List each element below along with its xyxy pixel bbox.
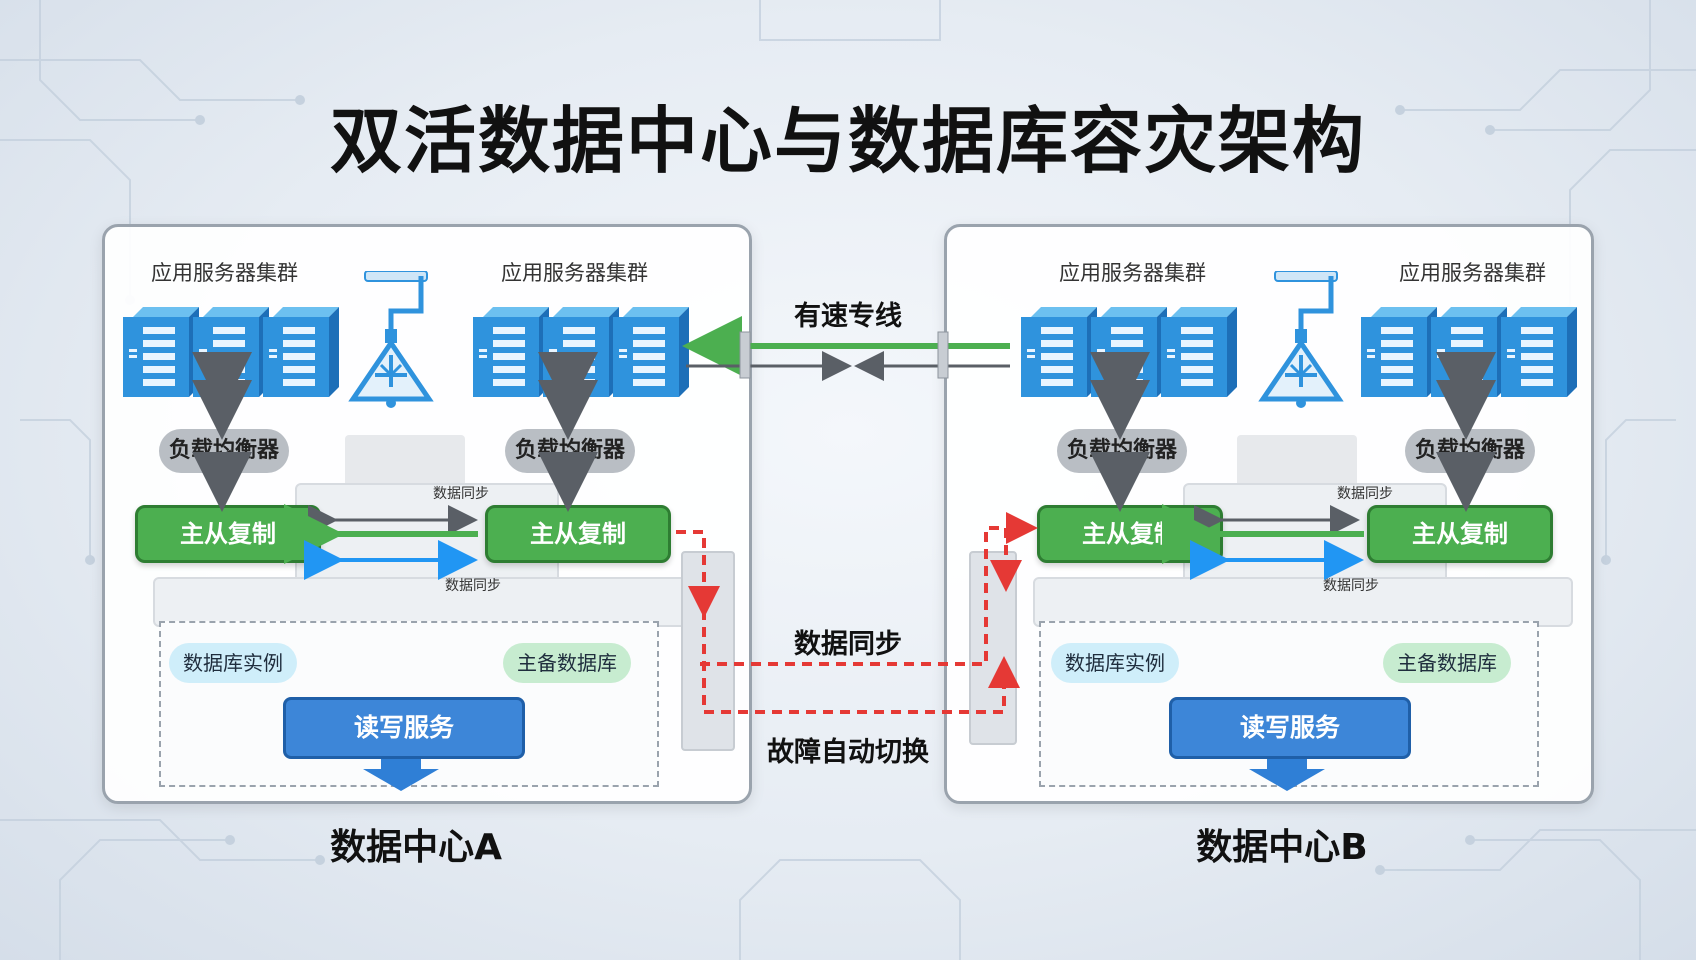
sync-label-bottom: 数据同步 <box>1323 578 1379 594</box>
sync-label-top: 数据同步 <box>1337 486 1393 502</box>
dedicated-line-label: 有速专线 <box>794 301 902 332</box>
cluster-label-right: 应用服务器集群 <box>1399 261 1546 285</box>
db-instance-pill: 数据库实例 <box>1051 643 1179 683</box>
load-balancer-left: 负载均衡器 <box>159 429 289 473</box>
replication-box-left: 主从复制 <box>135 505 321 563</box>
sync-label-top: 数据同步 <box>433 486 489 502</box>
replication-box-left: 主从复制 <box>1037 505 1223 563</box>
ghost-block <box>345 435 465 487</box>
standby-db-pill: 主备数据库 <box>1383 643 1511 683</box>
load-balancer-right: 负载均衡器 <box>505 429 635 473</box>
read-write-service: 读写服务 <box>1169 697 1411 759</box>
server-rack-icon <box>123 307 339 397</box>
output-arrow-stem <box>1267 759 1307 769</box>
rack-column <box>969 551 1017 745</box>
server-rack-icon <box>1361 307 1577 397</box>
data-sync-label: 数据同步 <box>794 629 902 660</box>
failover-label: 故障自动切换 <box>767 737 929 768</box>
output-arrow-icon <box>1249 769 1325 791</box>
data-center-b-label: 数据中心B <box>1196 827 1368 868</box>
standby-db-pill: 主备数据库 <box>503 643 631 683</box>
rack-column <box>681 551 735 751</box>
shelf-panel <box>153 577 717 627</box>
server-rack-icon <box>473 307 689 397</box>
output-arrow-stem <box>381 759 421 769</box>
cluster-label-left: 应用服务器集群 <box>151 261 298 285</box>
data-center-b-panel: 应用服务器集群 应用服务器集群 负载均衡器 负载均衡器 主从复制 主从复制 数据… <box>944 224 1594 804</box>
output-arrow-icon <box>363 769 439 791</box>
shelf-panel <box>1033 577 1573 627</box>
cluster-label-right: 应用服务器集群 <box>501 261 648 285</box>
sync-label-bottom: 数据同步 <box>445 578 501 594</box>
network-router-icon <box>1258 271 1344 408</box>
replication-box-right: 主从复制 <box>485 505 671 563</box>
ghost-block <box>1237 435 1357 487</box>
page-title: 双活数据中心与数据库容灾架构 <box>329 99 1366 183</box>
db-instance-pill: 数据库实例 <box>169 643 297 683</box>
server-rack-icon <box>1021 307 1237 397</box>
data-center-a-panel: 应用服务器集群 应用服务器集群 负载均衡器 负载均衡器 主从复制 主从复制 数据… <box>102 224 752 804</box>
cluster-label-left: 应用服务器集群 <box>1059 261 1206 285</box>
read-write-service: 读写服务 <box>283 697 525 759</box>
load-balancer-left: 负载均衡器 <box>1057 429 1187 473</box>
network-router-icon <box>348 271 434 408</box>
replication-box-right: 主从复制 <box>1367 505 1553 563</box>
data-center-a-label: 数据中心A <box>330 827 502 868</box>
load-balancer-right: 负载均衡器 <box>1405 429 1535 473</box>
